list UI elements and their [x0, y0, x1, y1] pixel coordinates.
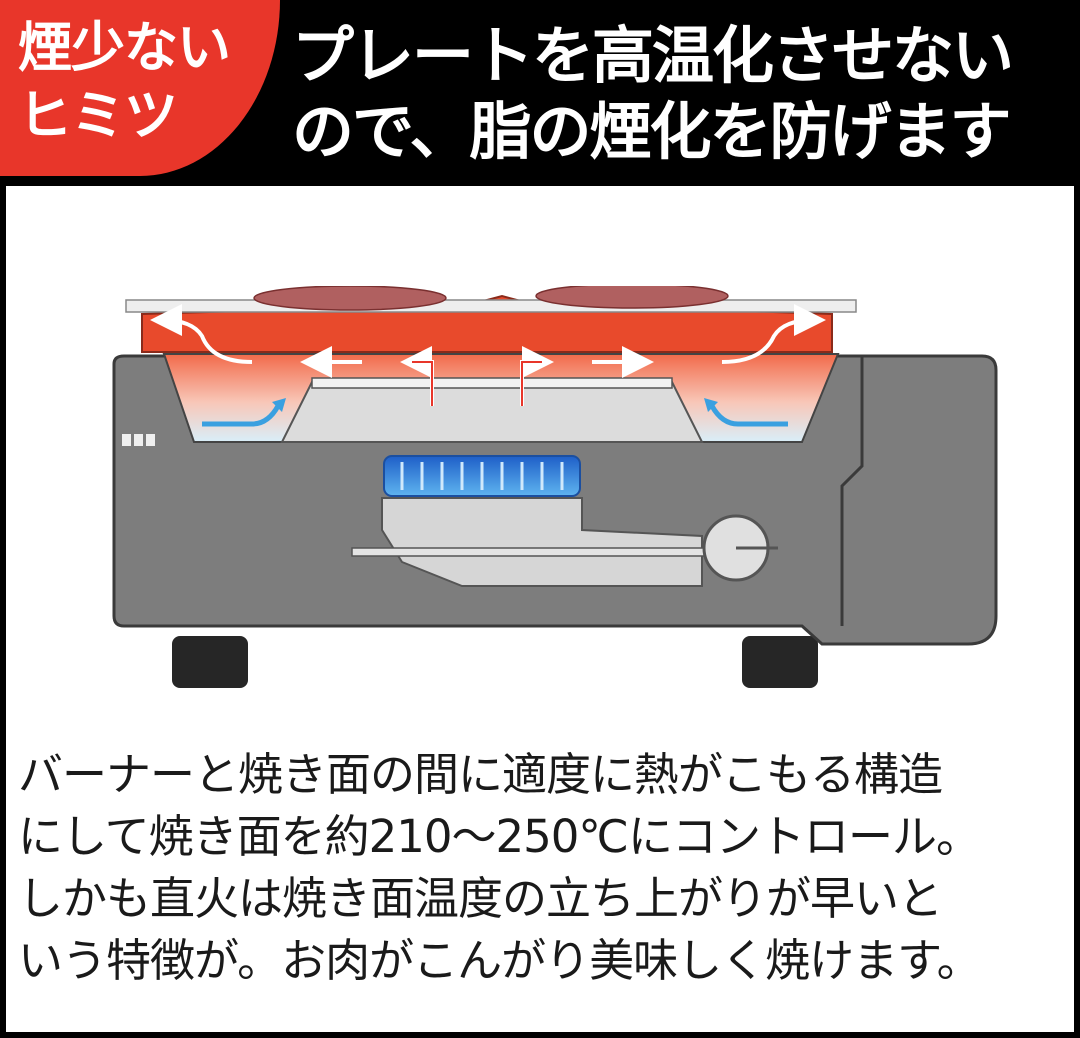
- headline-line-1: プレートを高温化させない: [292, 19, 1014, 92]
- side-panel-line: [840, 356, 864, 626]
- meat-slice: [253, 286, 447, 311]
- reflector-tray: [280, 381, 704, 443]
- flame-streaks: [400, 462, 564, 490]
- indicator-dot: [122, 434, 131, 446]
- cool-arrow-head: [704, 398, 718, 412]
- meat-slice: [535, 286, 729, 309]
- description-line-2: にして焼き面を約210〜250℃にコントロール。: [18, 810, 981, 863]
- grill-cross-section-illustration: [112, 286, 998, 688]
- cool-air-arrows: [202, 404, 788, 427]
- gas-pipe: [351, 547, 713, 557]
- hot-air-arrow-outlines: [412, 361, 542, 406]
- description-line-3: しかも直火は焼き面温度の立ち上がりが早いと: [18, 872, 943, 925]
- indicator-dot: [134, 434, 143, 446]
- burner-housing: [381, 497, 703, 587]
- left-foot: [172, 636, 248, 688]
- description-text: バーナーと焼き面の間に適度に熱がこもる構造 にして焼き面を約210〜250℃にコ…: [18, 744, 1058, 992]
- content-panel: バーナーと焼き面の間に適度に熱がこもる構造 にして焼き面を約210〜250℃にコ…: [6, 186, 1074, 1032]
- badge-line-1: 煙少ない: [18, 16, 231, 79]
- plate-frame: [125, 299, 857, 313]
- description-line-4: いう特徴が。お肉がこんがり美味しく焼けます。: [18, 934, 982, 987]
- cool-arrow-head: [272, 398, 286, 412]
- secret-badge: 煙少ない ヒミツ: [0, 0, 280, 176]
- right-foot: [742, 636, 818, 688]
- indicator-dot: [146, 434, 155, 446]
- headline-line-2: ので、脂の煙化を防げます: [292, 95, 1012, 168]
- header-bar: 煙少ない ヒミツ プレートを高温化させない ので、脂の煙化を防げます: [0, 0, 1080, 182]
- description-line-1: バーナーと焼き面の間に適度に熱がこもる構造: [18, 748, 943, 801]
- reflector-rim: [311, 377, 673, 389]
- badge-line-2: ヒミツ: [18, 84, 178, 147]
